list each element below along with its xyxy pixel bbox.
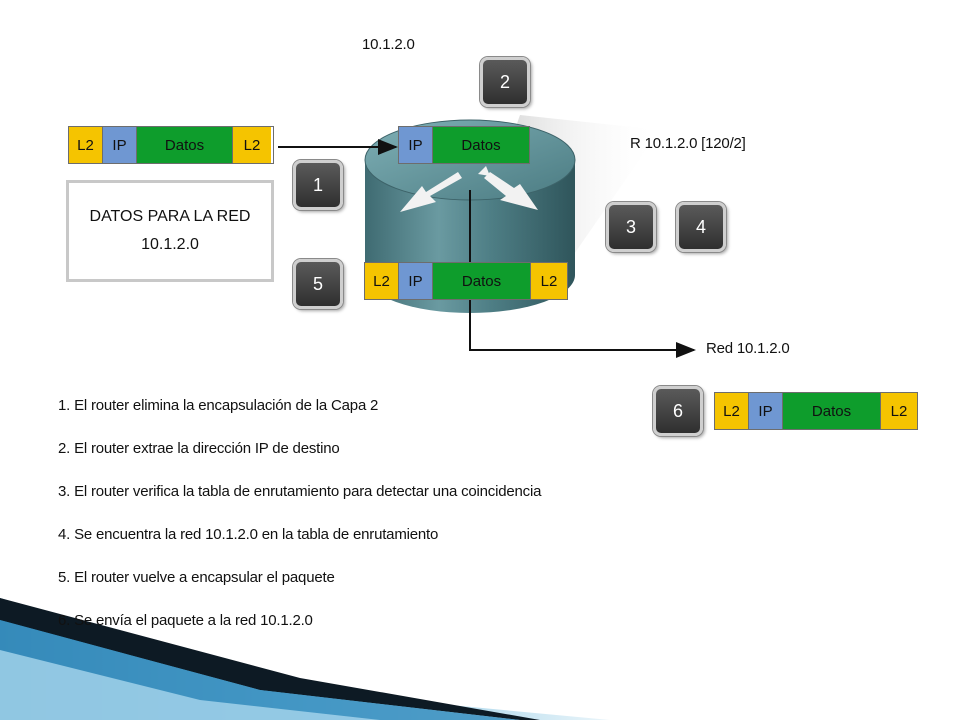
step-badge-5: 5: [293, 259, 343, 309]
network-label-out: Red 10.1.2.0: [706, 340, 790, 357]
reencapsulated-packet: L2 IP Datos L2: [364, 262, 568, 300]
step-text-2: 2. El router extrae la dirección IP de d…: [58, 440, 340, 457]
destination-box-line2: 10.1.2.0: [141, 236, 199, 253]
data-payload: Datos: [433, 263, 531, 299]
l2-trailer: L2: [233, 127, 271, 163]
l2-trailer: L2: [531, 263, 567, 299]
outgoing-packet: L2 IP Datos L2: [714, 392, 918, 430]
step-text-1: 1. El router elimina la encapsulación de…: [58, 397, 379, 414]
step-badge-3: 3: [606, 202, 656, 252]
step-text-3: 3. El router verifica la tabla de enruta…: [58, 483, 542, 500]
data-payload: Datos: [783, 393, 881, 429]
decapsulated-packet: IP Datos: [398, 126, 530, 164]
routing-table-entry: R 10.1.2.0 [120/2]: [630, 135, 746, 152]
ip-header: IP: [399, 127, 433, 163]
data-payload: Datos: [137, 127, 233, 163]
incoming-packet: L2 IP Datos L2: [68, 126, 274, 164]
step-badge-6: 6: [653, 386, 703, 436]
network-label-top: 10.1.2.0: [362, 36, 415, 53]
ip-header: IP: [399, 263, 433, 299]
output-line: [469, 190, 696, 358]
ip-header: IP: [103, 127, 137, 163]
data-payload: Datos: [433, 127, 529, 163]
step-text-4: 4. Se encuentra la red 10.1.2.0 en la ta…: [58, 526, 439, 543]
destination-box: DATOS PARA LA RED 10.1.2.0: [66, 180, 274, 282]
steps-list: 1. El router elimina la encapsulación de…: [58, 397, 541, 655]
step-badge-2: 2: [480, 57, 530, 107]
ip-header: IP: [749, 393, 783, 429]
step-badge-1: 1: [293, 160, 343, 210]
step-text-5: 5. El router vuelve a encapsular el paqu…: [58, 569, 335, 586]
l2-header: L2: [365, 263, 399, 299]
l2-header: L2: [69, 127, 103, 163]
l2-trailer: L2: [881, 393, 917, 429]
decorative-swoosh: [0, 598, 610, 720]
l2-header: L2: [715, 393, 749, 429]
step-text-6: 6. Se envía el paquete a la red 10.1.2.0: [58, 612, 313, 629]
step-badge-4: 4: [676, 202, 726, 252]
destination-box-line1: DATOS PARA LA RED: [89, 208, 251, 225]
